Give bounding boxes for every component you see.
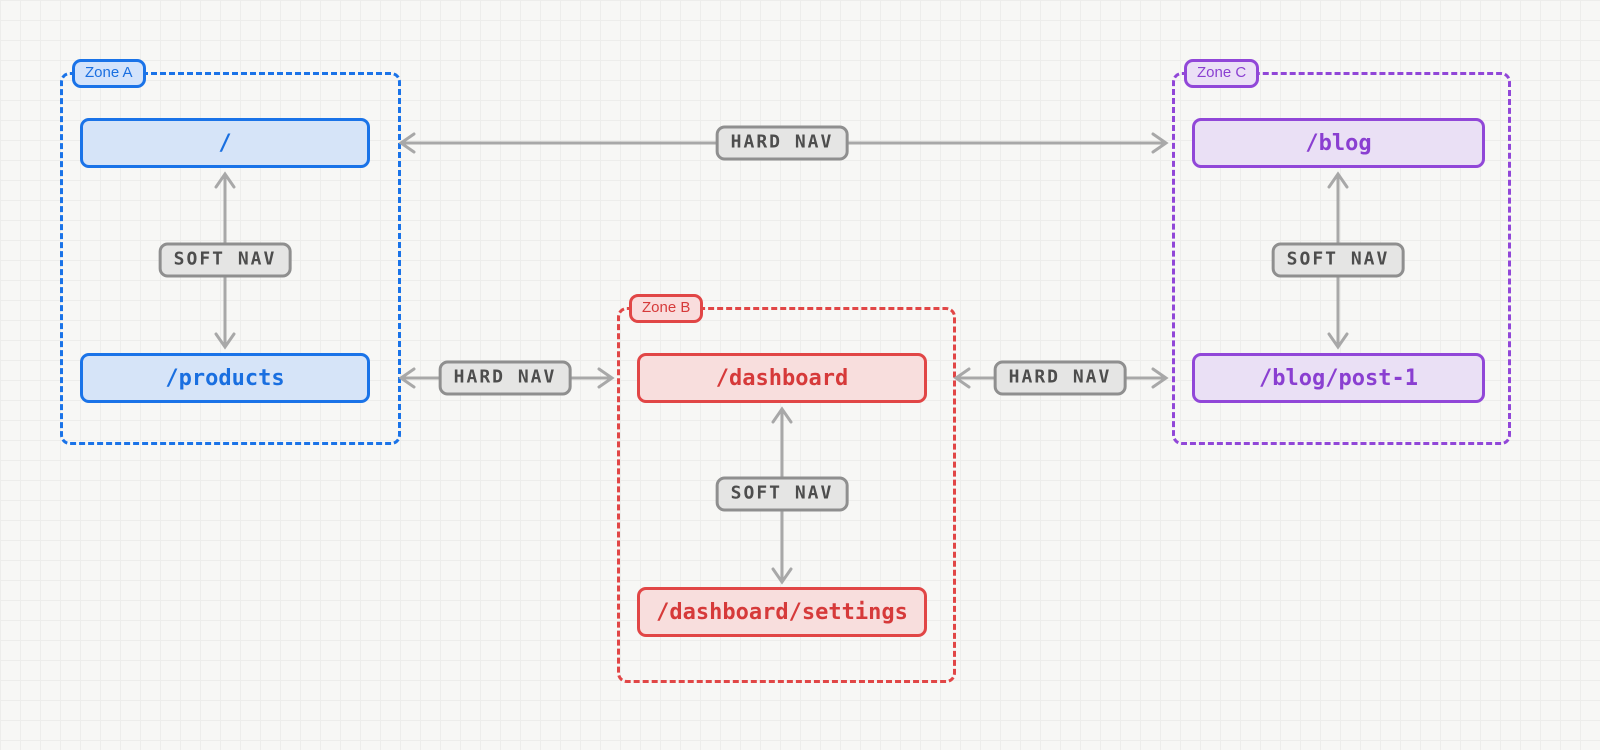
node-blog: /blog bbox=[1192, 118, 1485, 168]
node-dashboard: /dashboard bbox=[637, 353, 927, 403]
zone-b-label: Zone B bbox=[629, 294, 704, 323]
zone-c-label: Zone C bbox=[1184, 59, 1260, 88]
hard-nav-label-dashboard-post: HARD NAV bbox=[993, 360, 1127, 396]
zone-a: Zone A bbox=[60, 59, 401, 445]
node-blog-post-1: /blog/post-1 bbox=[1192, 353, 1485, 403]
soft-nav-label-zone-b: SOFT NAV bbox=[715, 476, 849, 512]
node-root: / bbox=[80, 118, 370, 168]
node-dashboard-settings: /dashboard/settings bbox=[637, 587, 927, 637]
soft-nav-label-zone-a: SOFT NAV bbox=[158, 242, 292, 278]
node-products: /products bbox=[80, 353, 370, 403]
zone-a-label: Zone A bbox=[72, 59, 146, 88]
zone-b: Zone B bbox=[617, 294, 956, 683]
hard-nav-label-products-dashboard: HARD NAV bbox=[438, 360, 572, 396]
soft-nav-label-zone-c: SOFT NAV bbox=[1271, 242, 1405, 278]
hard-nav-label-root-blog: HARD NAV bbox=[715, 125, 849, 161]
zone-c: Zone C bbox=[1172, 59, 1511, 445]
